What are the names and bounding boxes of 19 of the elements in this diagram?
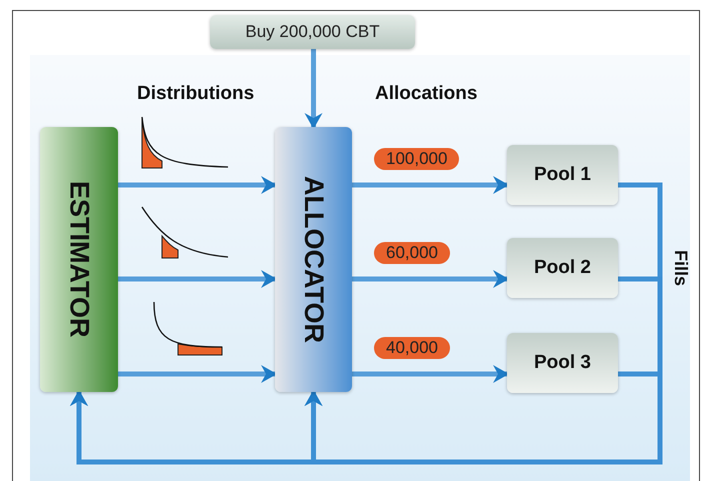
arrow	[352, 176, 509, 194]
arrow	[118, 176, 277, 194]
estimator-box: ESTIMATOR	[40, 127, 118, 392]
edge-label: 100,000	[374, 148, 460, 170]
arrow	[118, 365, 277, 383]
arrow	[352, 270, 509, 288]
arrow	[352, 365, 509, 383]
edge-label: 60,000	[374, 242, 450, 264]
pool-box: Pool 1	[507, 145, 618, 205]
edge-label: 40,000	[374, 337, 450, 359]
section-heading: Allocations	[375, 82, 478, 106]
arrow	[304, 49, 322, 129]
allocator-box: ALLOCATOR	[275, 127, 352, 392]
side-label: Fills	[670, 250, 692, 286]
pool-box: Pool 3	[507, 333, 618, 393]
section-heading: Distributions	[137, 82, 254, 106]
arrow	[118, 270, 277, 288]
order-box: Buy 200,000 CBT	[210, 15, 415, 49]
pool-box: Pool 2	[507, 238, 618, 298]
